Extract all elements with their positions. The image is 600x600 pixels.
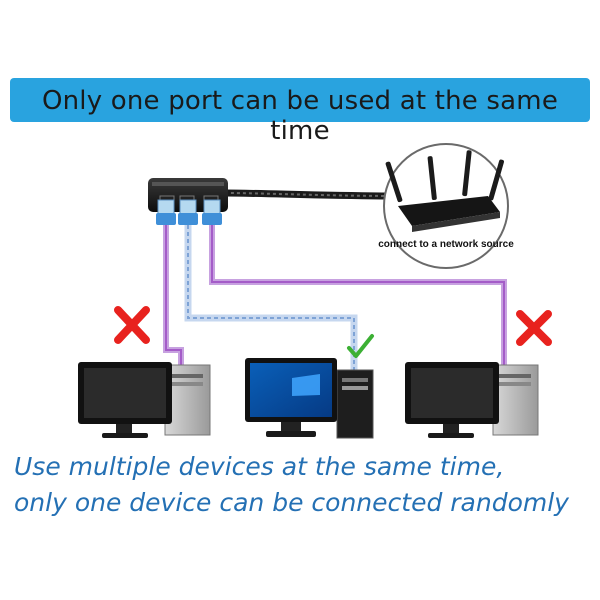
- computer-left: [78, 362, 211, 438]
- cable-right: [209, 225, 507, 370]
- banner-title: Only one port can be used at the same ti…: [41, 86, 559, 146]
- cable-center: [184, 225, 358, 372]
- footer-line-2: only one device can be connected randoml…: [14, 488, 569, 517]
- green-check-icon: [347, 334, 374, 358]
- router-caption: connect to a network source: [378, 239, 514, 250]
- red-x-icon: [114, 306, 150, 344]
- rj45-plug-1: [156, 199, 176, 225]
- footer-line-1: Use multiple devices at the same time,: [14, 452, 505, 481]
- computer-right: [405, 362, 539, 438]
- rj45-plug-3: [202, 199, 222, 225]
- red-x-icon: [516, 310, 552, 346]
- computer-center: [245, 358, 374, 439]
- cable-left: [163, 225, 184, 372]
- router-illustration: connect to a network source: [378, 143, 514, 269]
- title-banner: Only one port can be used at the same ti…: [10, 78, 590, 146]
- rj45-plug-2: [178, 199, 198, 225]
- main-cable: [224, 189, 396, 200]
